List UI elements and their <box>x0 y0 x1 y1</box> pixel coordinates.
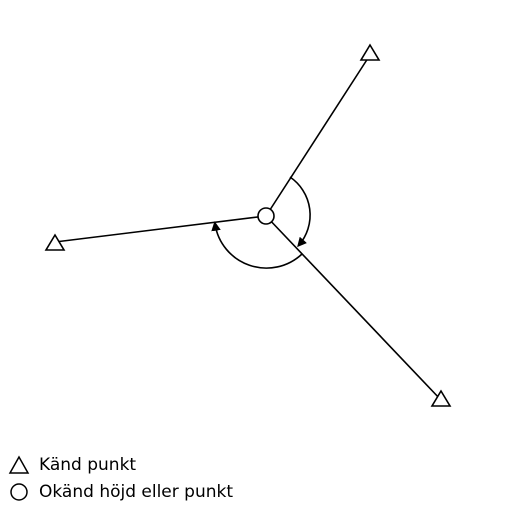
known-point-southeast <box>430 389 452 407</box>
circle-icon <box>10 483 28 501</box>
angle-arc-southeast-west <box>211 221 303 269</box>
sight-line-northeast <box>265 54 371 217</box>
legend-item-unknown-point: Okänd höjd eller punkt <box>8 481 233 503</box>
legend-item-known-point: Känd punkt <box>8 454 136 476</box>
sight-line-southeast <box>265 215 442 401</box>
legend-label-known-point: Känd punkt <box>39 455 137 475</box>
legend-label-unknown-point: Okänd höjd eller punkt <box>39 482 234 502</box>
triangle-icon <box>8 455 30 474</box>
sight-line-west <box>54 215 267 243</box>
unknown-point-center <box>257 207 275 225</box>
angle-arc-northeast-southeast <box>289 176 311 248</box>
known-point-northeast <box>359 43 381 61</box>
known-point-west <box>44 233 66 251</box>
